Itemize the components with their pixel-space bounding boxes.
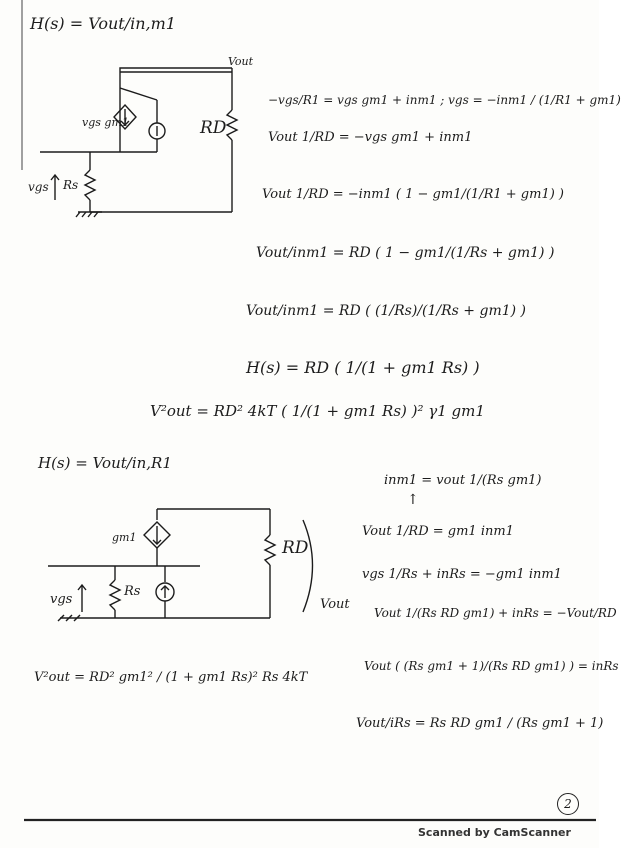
eq6: H(s) = RD ( 1/(1 + gm1 Rs) ) xyxy=(246,358,480,377)
c2-rd-label: RD xyxy=(282,538,309,558)
eq7: V²out = RD² 4kT ( 1/(1 + gm1 Rs) )² γ1 g… xyxy=(150,402,485,420)
c2-rs-label: Rs xyxy=(124,584,141,599)
section2-title: H(s) = Vout/in,R1 xyxy=(38,454,172,472)
eq-f1: inm1 = vout 1/(Rs gm1) xyxy=(384,473,542,488)
page-number: 2 xyxy=(557,793,579,815)
c1-rs-label: Rs xyxy=(63,178,79,192)
eq-f5: Vout ( (Rs gm1 + 1)/(Rs RD gm1) ) = inRs xyxy=(364,659,619,673)
c2-gm-label: gm1 xyxy=(112,531,137,544)
c2-vout-label: Vout xyxy=(320,597,350,612)
eq3: Vout 1/RD = −inm1 ( 1 − gm1/(1/R1 + gm1)… xyxy=(262,187,564,202)
eq-f7: V²out = RD² gm1² / (1 + gm1 Rs)² Rs 4kT xyxy=(34,670,308,685)
eq-f6: Vout/iRs = Rs RD gm1 / (Rs gm1 + 1) xyxy=(356,716,604,731)
c2-vgs-label: vgs xyxy=(50,592,73,607)
eq1: −vgs/R1 = vgs gm1 + inm1 ; vgs = −inm1 /… xyxy=(268,93,621,107)
c1-vout-label: Vout xyxy=(228,55,254,68)
eq-f1-arrow: ↑ xyxy=(407,492,419,508)
scanned-notes-page: H(s) = Vout/in,m1 xyxy=(21,0,621,839)
section1-title: H(s) = Vout/in,m1 xyxy=(30,14,176,33)
eq5: Vout/inm1 = RD ( (1/Rs)/(1/Rs + gm1) ) xyxy=(246,303,526,319)
scanner-footer: Scanned by CamScanner xyxy=(418,826,571,839)
eq-f4: Vout 1/(Rs RD gm1) + inRs = −Vout/RD xyxy=(374,606,617,620)
eq4: Vout/inm1 = RD ( 1 − gm1/(1/Rs + gm1) ) xyxy=(256,245,555,261)
c1-rd-label: RD xyxy=(200,118,227,138)
c1-vgs-label: vgs xyxy=(28,180,49,194)
c1-vgsgm-label: vgs gm1 xyxy=(82,116,129,129)
eq-f2: Vout 1/RD = gm1 inm1 xyxy=(362,524,514,539)
eq-f3: vgs 1/Rs + inRs = −gm1 inm1 xyxy=(362,567,562,582)
page-rules xyxy=(21,0,596,822)
circuit-2 xyxy=(48,508,314,622)
circuit-1 xyxy=(40,67,239,218)
eq2: Vout 1/RD = −vgs gm1 + inm1 xyxy=(268,130,473,145)
